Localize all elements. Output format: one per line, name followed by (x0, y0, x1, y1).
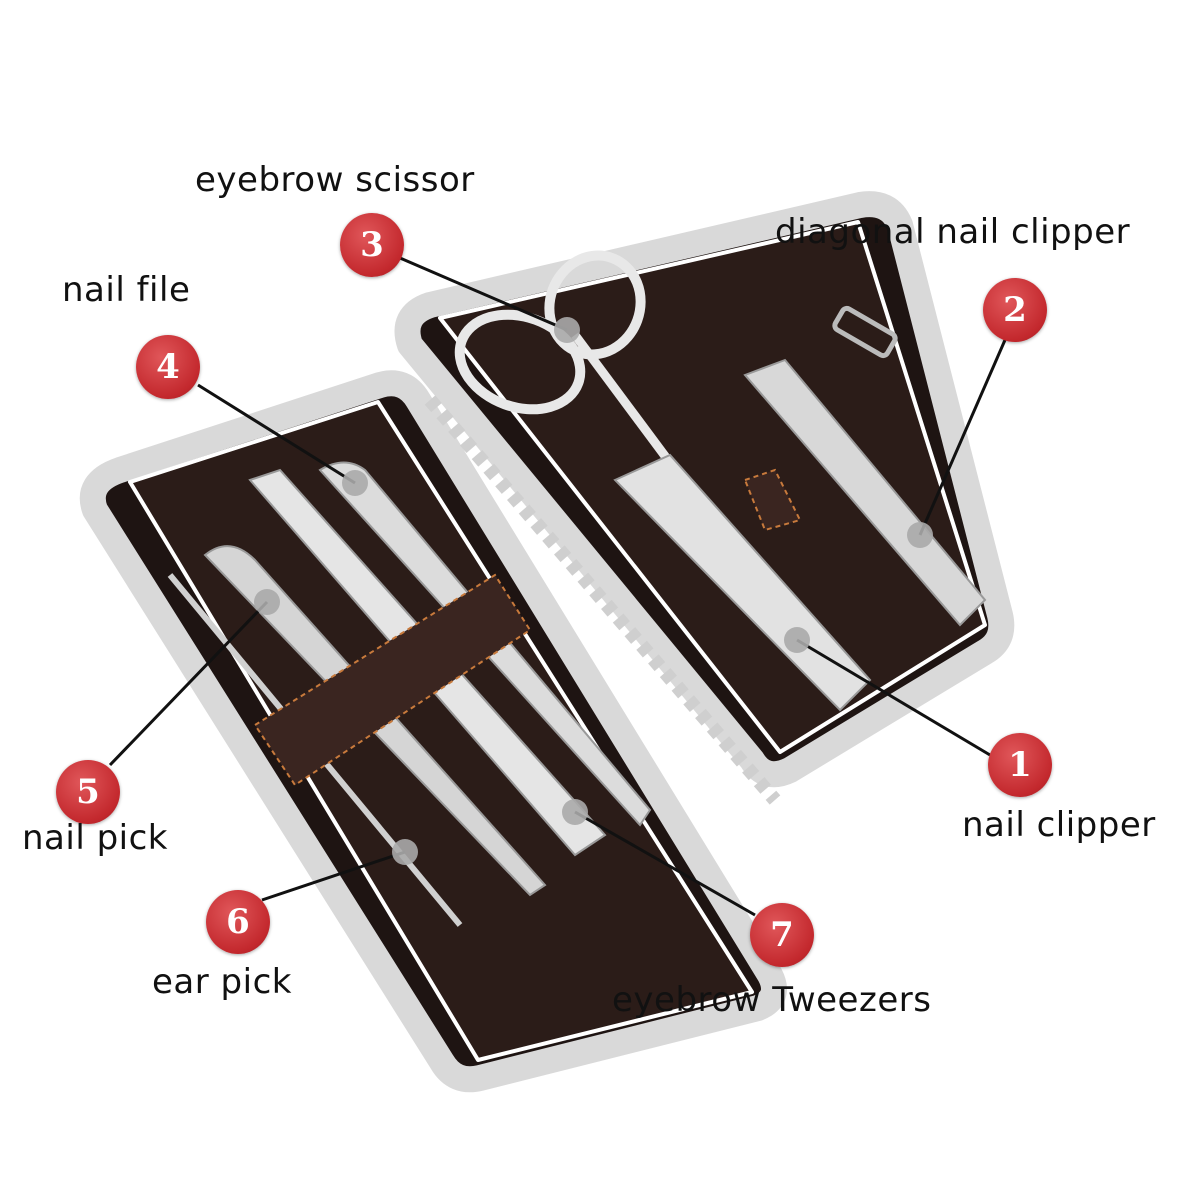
badge-4: 4 (136, 335, 200, 399)
badge-3: 3 (340, 213, 404, 277)
leader-line-7 (574, 810, 756, 917)
pointer-dot-4 (342, 470, 368, 496)
hinge (424, 395, 781, 805)
left-case-half (79, 370, 787, 1093)
leader-line-6 (261, 850, 406, 902)
label-nail-pick: nail pick (22, 818, 168, 858)
leader-line-5 (108, 600, 269, 767)
label-diagonal-nail-clipper: diagonal nail clipper (775, 212, 1131, 252)
pointer-dot-7 (562, 799, 588, 825)
label-eyebrow-scissor: eyebrow scissor (195, 160, 475, 200)
pointer-dot-5 (254, 589, 280, 615)
badge-6: 6 (206, 890, 270, 954)
label-nail-file: nail file (62, 270, 191, 310)
badge-2: 2 (983, 278, 1047, 342)
diagonal-nail-clipper (743, 358, 987, 627)
leader-line-2 (918, 339, 1007, 536)
pointer-dot-3 (554, 317, 580, 343)
pointer-dot-6 (392, 839, 418, 865)
label-nail-clipper: nail clipper (962, 805, 1156, 845)
pointer-dot-2 (907, 522, 933, 548)
leader-line-4 (197, 383, 356, 485)
badge-7: 7 (750, 903, 814, 967)
leader-line-3 (399, 256, 568, 332)
leader-lines (108, 256, 1007, 917)
badge-5: 5 (56, 760, 120, 824)
badge-1: 1 (988, 733, 1052, 797)
pointer-dots (254, 317, 933, 865)
leather-straps (253, 468, 802, 787)
leader-line-1 (796, 638, 991, 757)
pointer-dot-1 (784, 627, 810, 653)
label-eyebrow-tweezers: eyebrow Tweezers (612, 980, 932, 1020)
label-ear-pick: ear pick (152, 962, 292, 1002)
